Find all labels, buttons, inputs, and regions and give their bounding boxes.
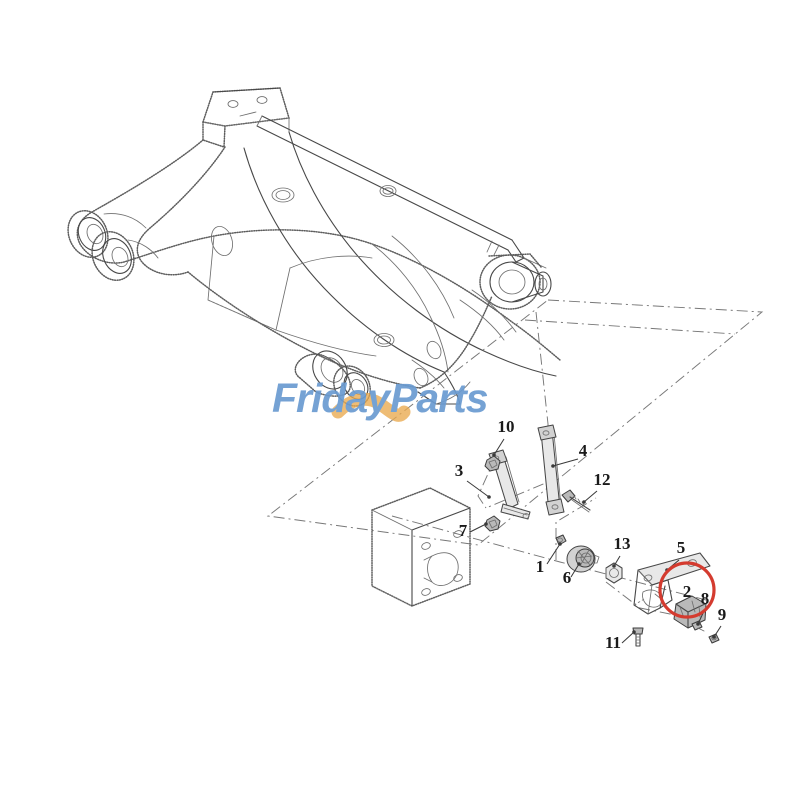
highlight-circle-part-2 [658, 561, 716, 619]
callout-4: 4 [579, 441, 588, 460]
callout-5: 5 [677, 538, 686, 557]
callout-8: 8 [701, 589, 710, 608]
watermark-swoosh [331, 392, 411, 422]
arm-right-plate [411, 295, 493, 405]
loader-arm-assembly [67, 87, 561, 407]
callout-3: 3 [455, 461, 464, 480]
callout-10: 10 [498, 417, 515, 436]
arm-right-pivot-boss [479, 253, 552, 310]
watermark-text-friday: Friday [272, 375, 392, 421]
part-6-bushing-bearing [566, 545, 600, 573]
construction-plane-dashdot [266, 299, 764, 546]
callout-6: 6 [563, 568, 572, 587]
callout-9: 9 [718, 605, 727, 624]
part-4-linkage-rod-long [537, 424, 565, 516]
callout-1: 1 [536, 557, 545, 576]
arm-upper-rod [256, 115, 525, 263]
callout-numbers: 1 2 3 4 5 6 7 8 9 10 11 12 13 [455, 417, 727, 652]
square-housing-block [371, 487, 471, 607]
callout-leader-lines [466, 438, 722, 644]
callout-7: 7 [459, 521, 468, 540]
part-7-nut-lower [484, 515, 501, 532]
callout-12: 12 [594, 470, 611, 489]
watermark-fridayparts: Friday Parts [272, 375, 489, 422]
part-13-hex-nut [605, 562, 623, 584]
callout-13: 13 [614, 534, 631, 553]
watermark-text-parts: Parts [390, 375, 488, 421]
arm-top-mount-plate [202, 87, 290, 149]
callout-2: 2 [683, 582, 692, 601]
callout-11: 11 [605, 633, 621, 652]
part-1-pin [555, 534, 567, 546]
part-12-bolt-long [561, 489, 591, 513]
arm-left-pivot-bushings [67, 210, 159, 281]
